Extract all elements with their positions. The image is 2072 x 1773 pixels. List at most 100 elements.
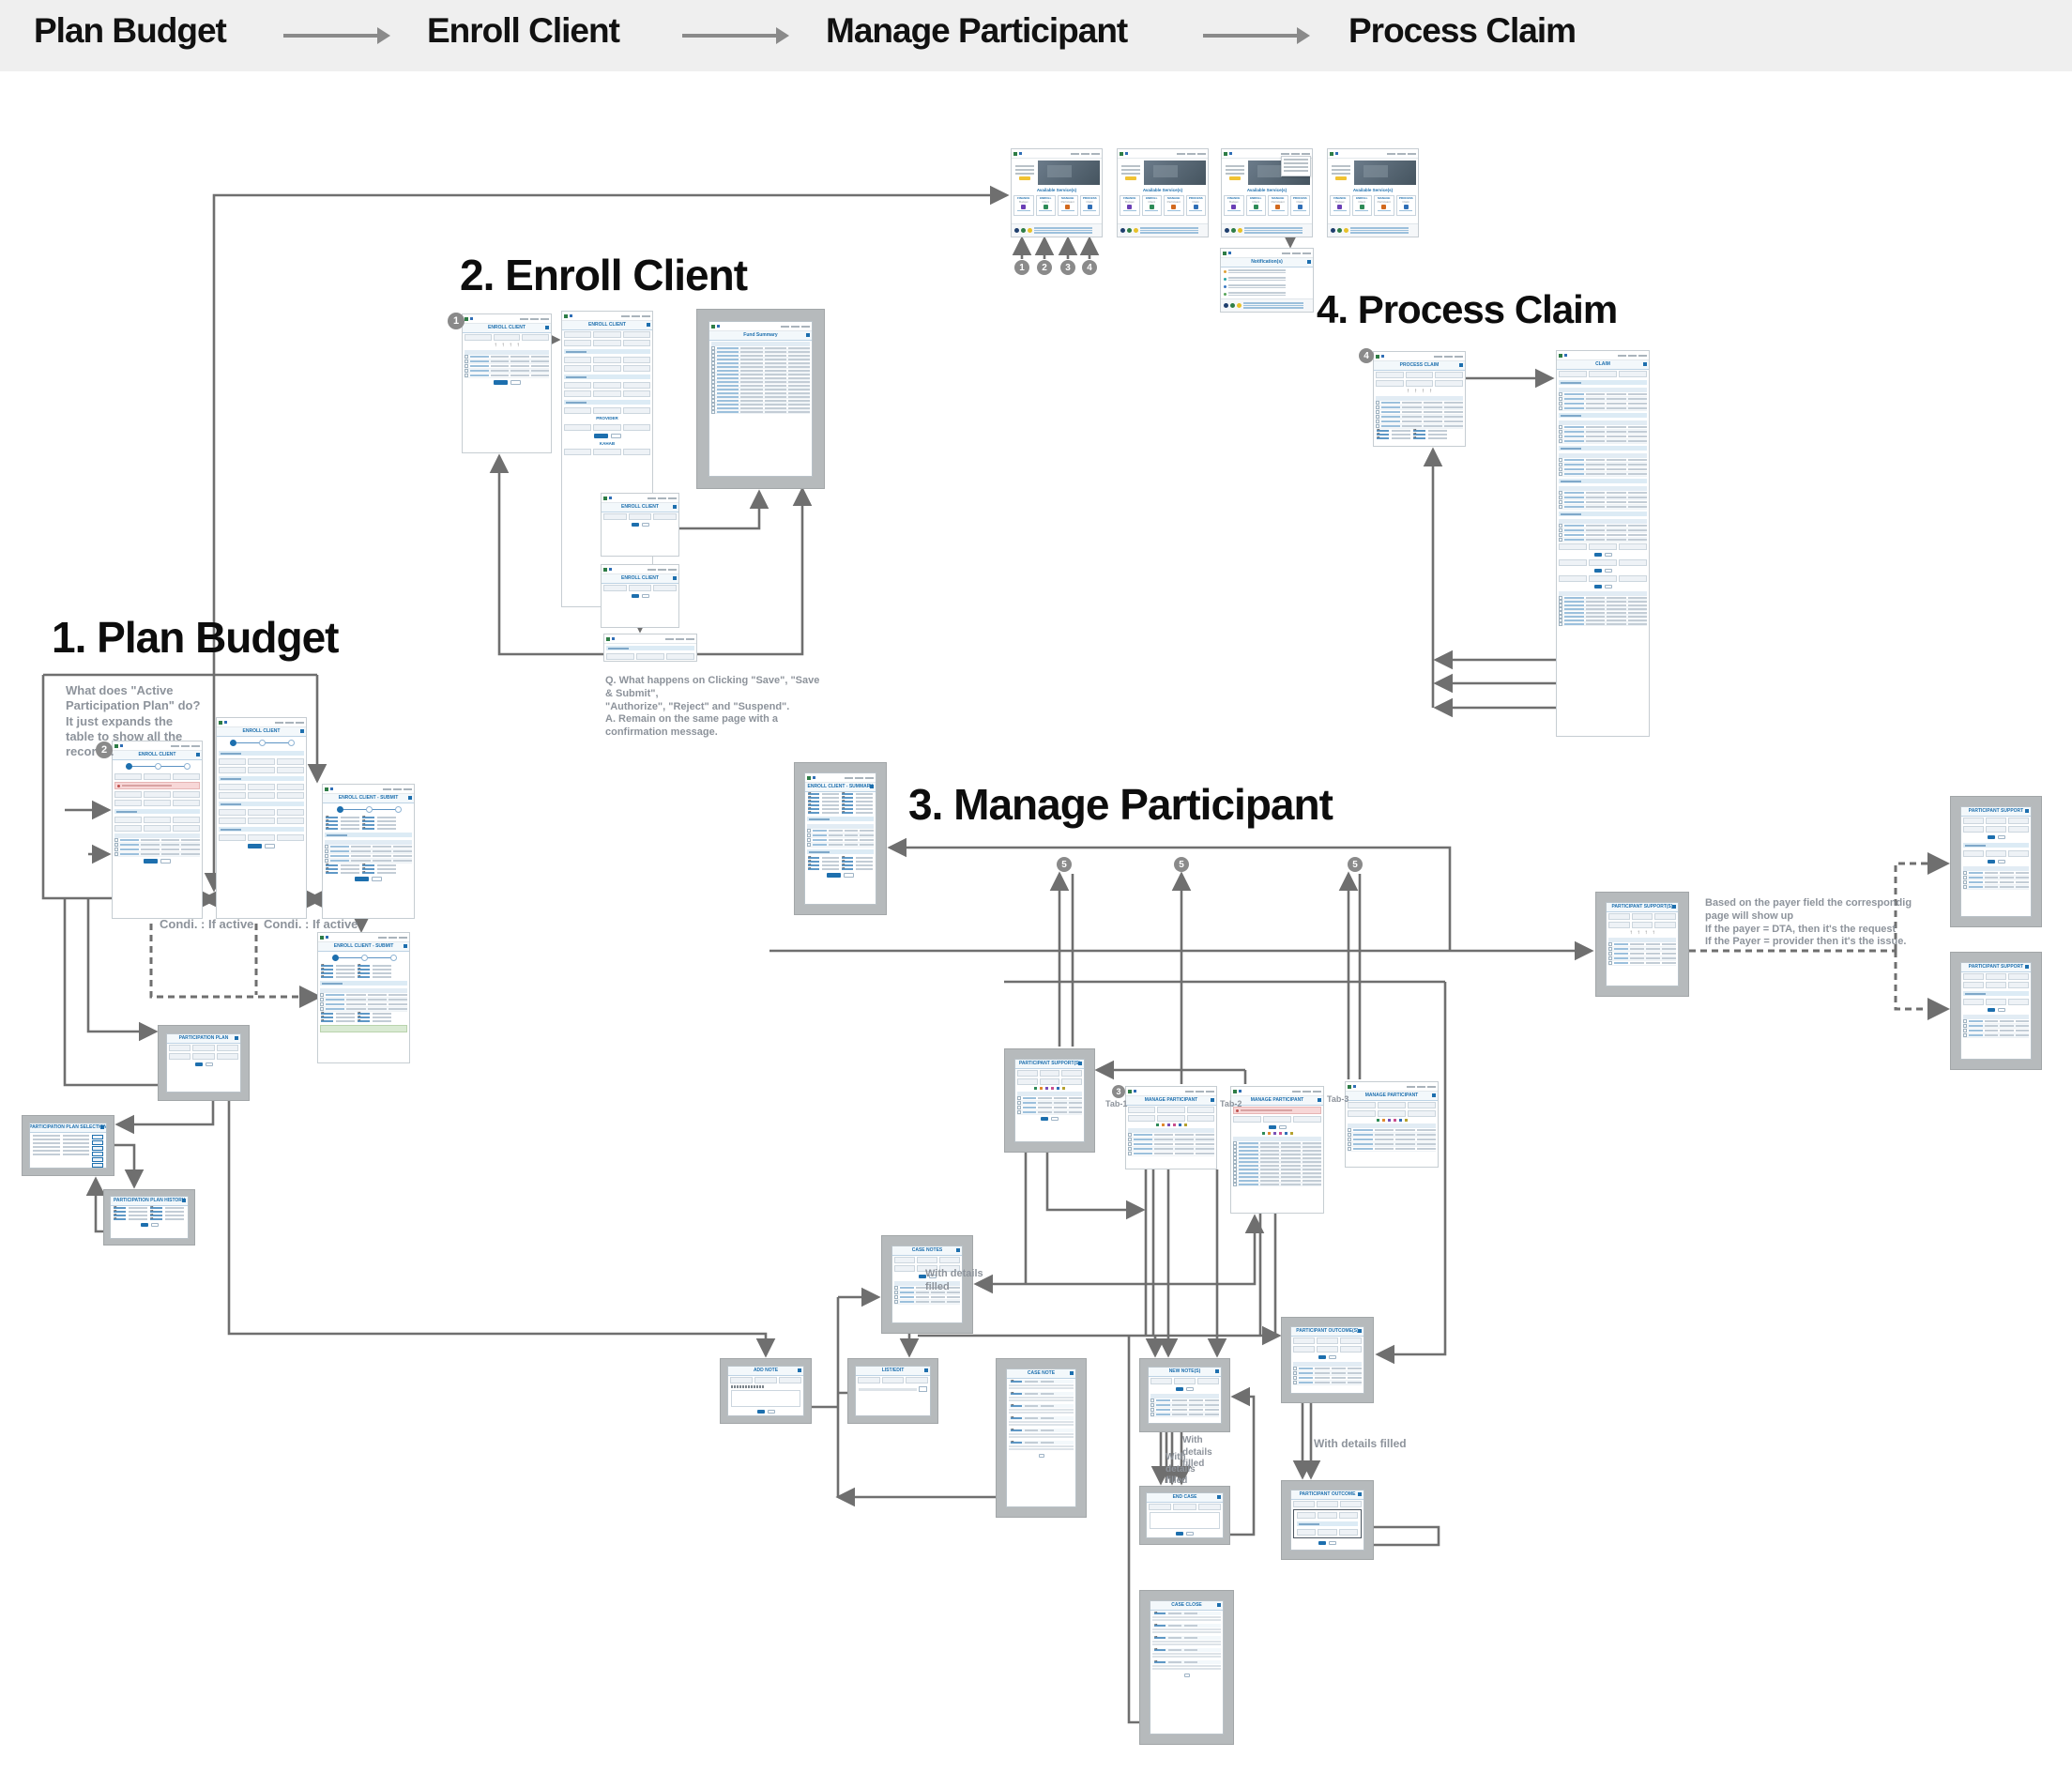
connector-pb-dash1	[149, 924, 322, 1008]
flow-arrow-icon	[682, 27, 789, 44]
screen-page: PARTICIPANT SUPPORT	[1960, 962, 2032, 1060]
screen-end-case[interactable]: END CASE	[1139, 1486, 1230, 1545]
annotation-wdf-4: With details filled	[1314, 1437, 1407, 1450]
screen-ec-sub-3[interactable]	[603, 634, 697, 662]
screen-ec-sub-1[interactable]: ENROLL CLIENT	[601, 493, 679, 557]
screen-page: CLAIM	[1556, 350, 1650, 737]
screen-page: ENROLL CLIENT	[112, 741, 203, 919]
annotation-tab-1: Tab-1	[1105, 1099, 1128, 1108]
connector-pb-v1	[63, 898, 204, 1095]
screen-mp-tab-2[interactable]: MANAGE PARTICIPANT	[1230, 1086, 1324, 1214]
connector-fc2-fc3	[114, 1143, 145, 1189]
screen-page: CASE NOTES	[891, 1246, 963, 1323]
section-heading-process-claim: 4. Process Claim	[1317, 287, 1618, 331]
screen-page: CASE NOTE	[1006, 1368, 1076, 1507]
screen-new-notes[interactable]: NEW NOTE(S)	[1139, 1358, 1230, 1432]
screen-pc-claim[interactable]: CLAIM	[1556, 350, 1650, 737]
screen-mp-tab-3[interactable]: MANAGE PARTICIPANT	[1345, 1081, 1439, 1168]
screen-participant-outcome[interactable]: PARTICIPANT OUTCOME	[1281, 1480, 1374, 1560]
screen-participation-plan-selection[interactable]: PARTICIPATION PLAN SELECTION	[22, 1115, 114, 1176]
section-heading-enroll-client: 2. Enroll Client	[460, 251, 748, 299]
screen-case-close[interactable]: CASE CLOSE	[1139, 1590, 1234, 1745]
screen-page: MANAGE PARTICIPANT	[1230, 1086, 1324, 1214]
screen-case-note[interactable]: CASE NOTE	[996, 1358, 1087, 1518]
connector-f1-right	[1045, 1153, 1146, 1220]
step-badge-5: 5	[1057, 857, 1072, 872]
annotation-wdf-1: With details filled	[925, 1268, 983, 1292]
screen-add-note[interactable]: ADD NOTE	[720, 1358, 812, 1424]
screen-page: ENROLL CLIENT	[601, 564, 679, 628]
annotation-condi-2: Condi. : If active	[264, 917, 358, 931]
screen-ec-sub-2[interactable]: ENROLL CLIENT	[601, 564, 679, 628]
screen-pb-page-3[interactable]: ENROLL CLIENT - SUBMIT	[322, 784, 415, 919]
step-badge-4: 4	[1359, 348, 1374, 363]
screen-pc-search[interactable]: PROCESS CLAIM↑↑↑↑	[1373, 351, 1466, 447]
step-badge-1: 1	[1014, 260, 1029, 275]
annotation-tab-3: Tab-3	[1327, 1094, 1349, 1104]
screen-page: ENROLL CLIENT - SUBMIT	[317, 932, 410, 1063]
screen-list-edit[interactable]: LIST/EDIT	[847, 1358, 938, 1424]
screen-participation-plan-history[interactable]: PARTICIPATION PLAN HISTORY	[103, 1189, 195, 1246]
annotation-tab-2: Tab-2	[1220, 1099, 1242, 1108]
screen-page: CASE CLOSE	[1150, 1600, 1224, 1735]
section-heading-manage-participant: 3. Manage Participant	[908, 780, 1333, 829]
step-badge-5: 5	[1348, 857, 1363, 872]
screen-mp-tab-1[interactable]: MANAGE PARTICIPANT	[1125, 1086, 1217, 1169]
annotation-qa-note: Q. What happens on Clicking "Save", "Sav…	[605, 675, 820, 738]
screen-ec-search[interactable]: ENROLL CLIENT↑↑↑↑	[462, 313, 552, 453]
screen-page: MANAGE PARTICIPANT	[1125, 1086, 1217, 1169]
screen-support-issue[interactable]: PARTICIPANT SUPPORT	[1950, 952, 2042, 1070]
step-manage-participant: Manage Participant	[826, 11, 1128, 50]
step-badge-1: 1	[448, 313, 465, 329]
step-badge-4: 4	[1082, 260, 1097, 275]
connector-ps-d2	[1894, 852, 1950, 951]
screen-page: PARTICIPATION PLAN SELECTION	[29, 1123, 107, 1169]
screen-case-notes[interactable]: CASE NOTES	[881, 1235, 973, 1334]
screen-participant-outcomes[interactable]: PARTICIPANT OUTCOME(S)	[1281, 1317, 1374, 1403]
screen-mp-summary[interactable]: ENROLL CLIENT - SUMMARY	[794, 762, 887, 915]
screen-pb-page-1[interactable]: ENROLL CLIENT	[112, 741, 203, 919]
screen-ec-fund-summary[interactable]: Fund Summary	[696, 309, 825, 489]
screen-pb-page-2[interactable]: ENROLL CLIENT	[216, 717, 307, 919]
screen-page	[603, 634, 697, 662]
step-badge-2: 2	[1037, 260, 1052, 275]
screen-page: ENROLL CLIENT↑↑↑↑	[462, 313, 552, 453]
flow-arrow-icon	[283, 27, 390, 44]
step-process-claim: Process Claim	[1348, 11, 1577, 50]
step-badge-3: 3	[1060, 260, 1075, 275]
screen-support-request[interactable]: PARTICIPANT SUPPORT	[1950, 796, 2042, 927]
connector-fc1-addnote	[227, 1101, 776, 1358]
connector-ec5-ec3	[679, 489, 769, 530]
step-plan-budget: Plan Budget	[34, 11, 227, 50]
flow-arrow-icon	[1203, 27, 1310, 44]
connector-mp-rtrunk	[1375, 982, 1447, 1365]
screen-page: MANAGE PARTICIPANT	[1345, 1081, 1439, 1168]
process-step-header: Plan Budget Enroll Client Manage Partici…	[0, 0, 2072, 71]
step-badge-5: 5	[1174, 857, 1189, 872]
screen-pb-page-4[interactable]: ENROLL CLIENT - SUBMIT	[317, 932, 410, 1063]
annotation-condi-1: Condi. : If active	[160, 917, 254, 931]
screen-page: Fund Summary	[708, 321, 813, 477]
screen-participation-plan[interactable]: PARTICIPATION PLAN	[158, 1025, 250, 1101]
screen-mp-support[interactable]: PARTICIPANT SUPPORT(S)	[1004, 1048, 1095, 1153]
screen-page: PARTICIPANT SUPPORT(S)	[1014, 1059, 1085, 1142]
screen-page: PARTICIPANT OUTCOME	[1290, 1490, 1364, 1551]
screen-notifications[interactable]: Notification(s)	[1220, 248, 1314, 313]
screen-participant-supports[interactable]: PARTICIPANT SUPPORT(S)↑↑↑↑	[1595, 892, 1689, 997]
screen-page: PARTICIPANT SUPPORT(S)↑↑↑↑	[1606, 902, 1679, 986]
step-enroll-client: Enroll Client	[427, 11, 620, 50]
section-heading-plan-budget: 1. Plan Budget	[52, 613, 339, 662]
